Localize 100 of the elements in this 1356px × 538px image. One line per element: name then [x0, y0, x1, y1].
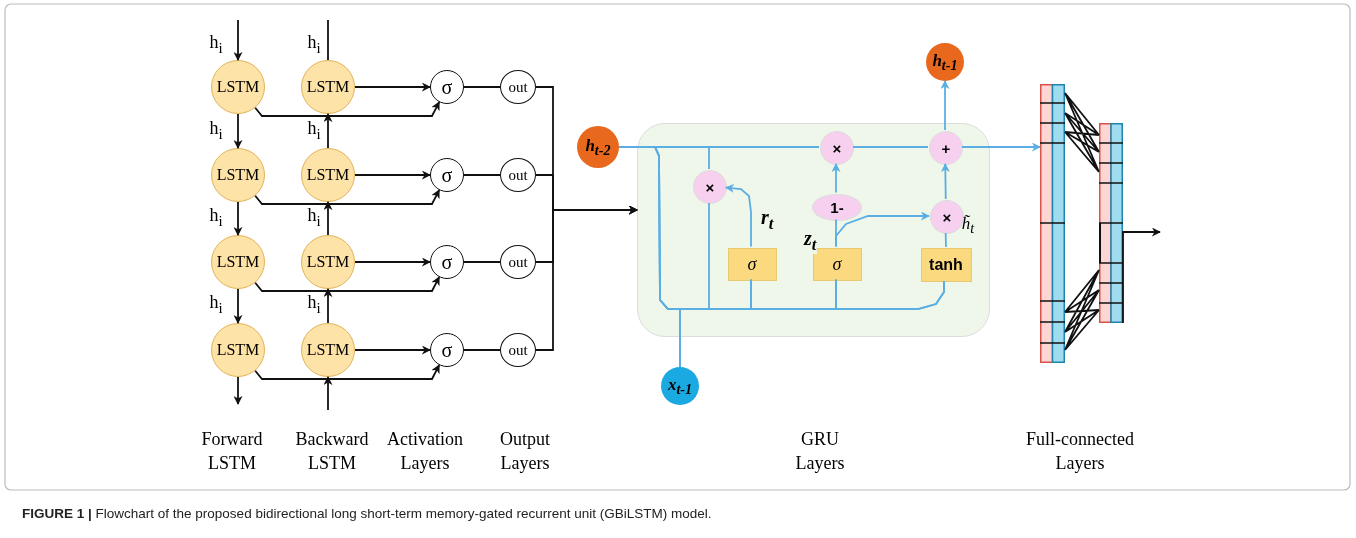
connector-line — [327, 19, 329, 61]
state-label: h$_{i}$ — [306, 117, 322, 144]
node-label: x$_{t-1}$ — [667, 375, 693, 397]
state-label: h$_{i}$ — [306, 31, 322, 58]
node-label: h$_{t-2}$ — [585, 136, 611, 158]
connector-line — [944, 232, 947, 248]
dense-layer-bar — [1040, 84, 1065, 363]
input-node — [661, 367, 699, 405]
output-node — [500, 70, 536, 104]
layer-caption: Full-connected Layers — [1025, 428, 1135, 476]
arrow — [233, 201, 243, 236]
activation-node — [430, 245, 464, 279]
lstm-cell — [211, 148, 265, 202]
node-label: out — [508, 254, 528, 270]
arrow — [940, 163, 950, 200]
state-label: h$_{i}$ — [306, 291, 322, 318]
gate-function-label: σ — [747, 255, 757, 273]
arrow — [535, 205, 638, 351]
node-label: × — [942, 209, 952, 225]
node-label: 1- — [830, 199, 844, 215]
arrow — [254, 364, 441, 380]
node-label: LSTM — [216, 167, 260, 183]
gate-function-label: σ — [832, 255, 842, 273]
arrow — [835, 211, 930, 248]
hidden-state-node — [926, 43, 964, 81]
arrow — [254, 189, 441, 205]
lstm-cell — [211, 323, 265, 377]
node-label: LSTM — [306, 79, 350, 95]
node-label: LSTM — [216, 79, 260, 95]
node-label: + — [941, 140, 951, 156]
output-node — [500, 333, 536, 367]
state-label: h$_{i}$ — [208, 204, 224, 231]
arrow — [354, 82, 431, 92]
node-label: LSTM — [216, 254, 260, 270]
gate-function-label: tanh — [929, 257, 963, 273]
layer-caption: Activation Layers — [386, 428, 464, 476]
connector-line — [463, 261, 501, 263]
connector-line — [463, 86, 501, 88]
state-label: h$_{i}$ — [208, 31, 224, 58]
hidden-state-node — [577, 126, 619, 168]
gate-box — [920, 248, 972, 282]
node-label: LSTM — [306, 342, 350, 358]
arrow — [725, 183, 752, 248]
lstm-cell — [301, 235, 355, 289]
connector-line — [1064, 92, 1100, 351]
arrow — [323, 376, 333, 411]
arrow — [233, 376, 243, 405]
layer-caption: GRU Layers — [794, 428, 846, 476]
arrow — [254, 276, 441, 292]
output-node — [500, 158, 536, 192]
layer-caption: Output Layers — [499, 428, 551, 476]
activation-node — [430, 333, 464, 367]
node-label: out — [508, 167, 528, 183]
state-label: h$_{i}$ — [208, 291, 224, 318]
gru-cell-panel — [637, 123, 990, 337]
arrow — [233, 288, 243, 324]
output-node — [500, 245, 536, 279]
layer-caption: Forward LSTM — [200, 428, 264, 476]
lstm-cell — [301, 148, 355, 202]
lstm-cell — [301, 323, 355, 377]
arrow — [233, 113, 243, 149]
connector-line — [463, 174, 501, 176]
node-label: out — [508, 79, 528, 95]
gate-function-label: σ — [441, 340, 453, 360]
activation-node — [430, 70, 464, 104]
node-label: h$_{t-1}$ — [932, 51, 958, 73]
arrow — [323, 113, 333, 149]
node-label: LSTM — [306, 254, 350, 270]
arrow — [354, 257, 431, 267]
operation-node — [812, 193, 862, 221]
arrow — [254, 101, 441, 117]
arrow — [940, 80, 950, 131]
connector-line — [852, 146, 929, 148]
arrow — [233, 19, 243, 61]
connector-line — [463, 349, 501, 351]
state-label: h̃$_{t}$ — [960, 213, 976, 239]
arrow — [961, 142, 1041, 152]
node-label: LSTM — [306, 167, 350, 183]
operation-node — [693, 170, 727, 204]
arrow — [323, 288, 333, 324]
arrow — [354, 170, 431, 180]
state-label: h$_{i}$ — [306, 204, 322, 231]
figure-caption: FIGURE 1 | Flowchart of the proposed bidirectional long short-term memory-gated recurrent unit (GBiLSTM) model. — [22, 506, 712, 521]
operation-node — [929, 131, 963, 165]
gate-function-label: σ — [441, 165, 453, 185]
operation-node — [930, 200, 964, 234]
activation-node — [430, 158, 464, 192]
gate-function-label: σ — [441, 252, 453, 272]
node-label: × — [832, 140, 842, 156]
dense-layer-bar — [1099, 123, 1123, 323]
lstm-cell — [211, 60, 265, 114]
node-label: out — [508, 342, 528, 358]
arrow — [323, 201, 333, 236]
state-label: h$_{i}$ — [208, 117, 224, 144]
node-label: × — [705, 179, 715, 195]
operation-node — [820, 131, 854, 165]
lstm-cell — [211, 235, 265, 289]
gate-box — [727, 247, 777, 281]
gate-function-label: σ — [441, 77, 453, 97]
arrow — [831, 163, 841, 194]
